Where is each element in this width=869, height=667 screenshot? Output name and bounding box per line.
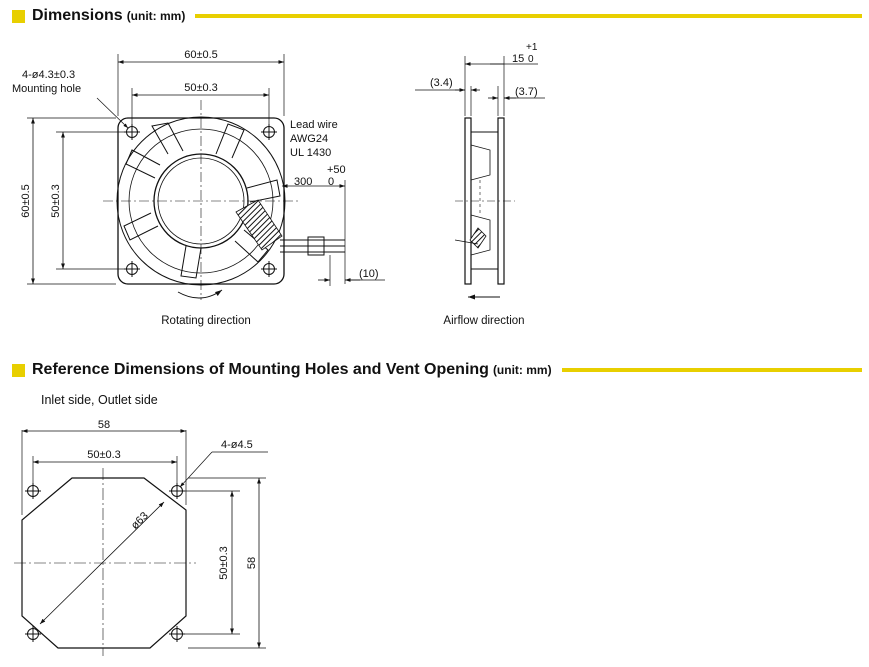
section-unit: (unit: mm) xyxy=(126,9,186,23)
dimensions-header: Dimensions (unit: mm) xyxy=(12,5,862,27)
ul-label: UL 1430 xyxy=(290,147,331,159)
lead-length: 300 xyxy=(294,176,312,188)
mounting-hole-label: Mounting hole xyxy=(12,83,81,95)
side-view xyxy=(415,56,545,300)
rotating-direction-label: Rotating direction xyxy=(161,315,251,327)
lead-wire-bundle xyxy=(235,199,283,251)
flange-right-dim: (3.7) xyxy=(515,86,538,98)
reference-header: Reference Dimensions of Mounting Holes a… xyxy=(12,359,862,381)
header-marker xyxy=(12,363,25,377)
header-marker xyxy=(12,9,25,23)
lead-wire-label: Lead wire xyxy=(290,119,338,131)
hole-spec-label: 4-ø4.3±0.3 xyxy=(22,69,75,81)
vent-diameter-label: ø63 xyxy=(129,510,151,532)
ref-hole-spec-label: 4-ø4.5 xyxy=(221,439,253,451)
ref-height-holes-dim: 50±0.3 xyxy=(218,546,230,580)
lead-tol-lower: 0 xyxy=(328,176,334,188)
section-title: Reference Dimensions of Mounting Holes a… xyxy=(32,361,489,378)
ref-height-overall-dim: 58 xyxy=(246,557,258,569)
height-holes-dim: 50±0.3 xyxy=(50,184,62,218)
ref-width-overall-dim: 58 xyxy=(98,419,110,431)
flange-left-dim: (3.4) xyxy=(430,77,453,89)
rotation-arrow xyxy=(177,289,223,299)
thickness-tol-lower: 0 xyxy=(528,54,534,65)
thickness-dim: 15 xyxy=(512,53,524,65)
thickness-tol-upper: +1 xyxy=(526,42,538,53)
front-view xyxy=(27,54,385,300)
section-unit: (unit: mm) xyxy=(492,363,552,377)
ref-width-holes-dim: 50±0.3 xyxy=(87,449,121,461)
vent-opening xyxy=(21,477,187,649)
blades xyxy=(123,122,281,279)
ref-holes xyxy=(25,483,185,642)
header-rule xyxy=(195,14,862,18)
height-overall-dim: 60±0.5 xyxy=(20,184,32,218)
awg-label: AWG24 xyxy=(290,133,328,145)
width-overall-dim: 60±0.5 xyxy=(184,49,218,61)
section-title: Dimensions xyxy=(32,7,123,24)
lead-wires xyxy=(280,236,345,256)
airflow-direction-label: Airflow direction xyxy=(443,315,524,327)
header-rule xyxy=(561,368,862,372)
lead-tol-upper: +50 xyxy=(327,164,346,176)
mounting-holes xyxy=(124,124,277,277)
side-label: Inlet side, Outlet side xyxy=(41,393,158,407)
width-holes-dim: 50±0.3 xyxy=(184,82,218,94)
mounting-reference xyxy=(14,429,268,656)
wire-end-dim: (10) xyxy=(359,268,379,280)
